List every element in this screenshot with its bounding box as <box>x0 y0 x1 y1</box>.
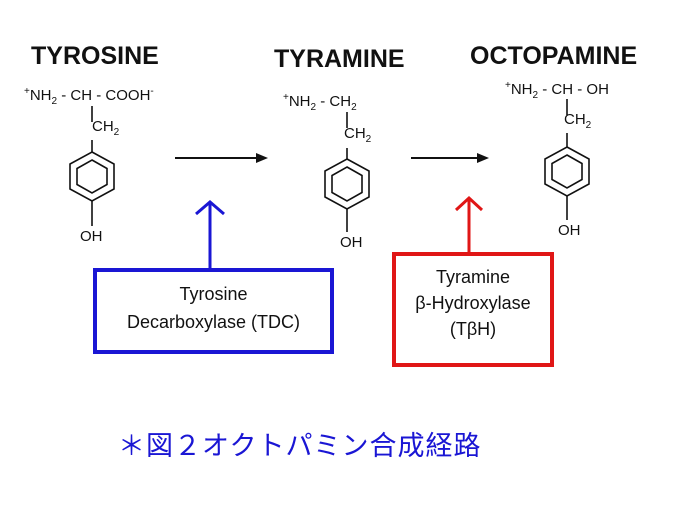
tdc-name-line1: Tyrosine <box>179 284 248 304</box>
tdc-pointer-arrow <box>195 200 225 268</box>
compound-title-octopamine: OCTOPAMINE <box>470 42 638 70</box>
reaction-arrow-2 <box>411 153 489 163</box>
tyrosine-structure <box>69 106 115 226</box>
octopamine-hydroxyl: OH <box>558 222 581 239</box>
tyramine-hydroxyl: OH <box>340 234 363 251</box>
tyrosine-hydroxyl: OH <box>80 228 103 245</box>
reaction-arrow-1 <box>175 153 268 163</box>
compound-title-tyramine: TYRAMINE <box>274 45 405 73</box>
octopamine-ch2: CH2 <box>564 111 592 131</box>
enzyme-box-tbh: Tyramine β-Hydroxylase (TβH) <box>392 252 554 367</box>
tyrosine-ch2: CH2 <box>92 118 120 138</box>
tbh-name-line1: Tyramine <box>435 267 511 287</box>
tyrosine-amino-group: +NH2 - CH - COOH- <box>24 86 154 107</box>
octopamine-structure <box>544 99 590 220</box>
enzyme-box-tdc: Tyrosine Decarboxylase (TDC) <box>93 268 334 354</box>
tyramine-ch2: CH2 <box>344 125 372 145</box>
tyramine-amino-group: +NH2 - CH2 <box>283 92 357 113</box>
tbh-name-line2: β-Hydroxylase <box>415 293 531 313</box>
tbh-pointer-arrow <box>454 195 484 252</box>
tbh-name-line3: (TβH) <box>449 319 497 339</box>
compound-title-tyrosine: TYROSINE <box>31 42 159 70</box>
tyramine-structure <box>324 112 370 232</box>
figure-caption: ＊図２オクトパミン合成経路 <box>118 431 482 462</box>
tdc-name-line2: Decarboxylase (TDC) <box>126 312 301 332</box>
octopamine-amino-group: +NH2 - CH - OH <box>505 80 609 101</box>
